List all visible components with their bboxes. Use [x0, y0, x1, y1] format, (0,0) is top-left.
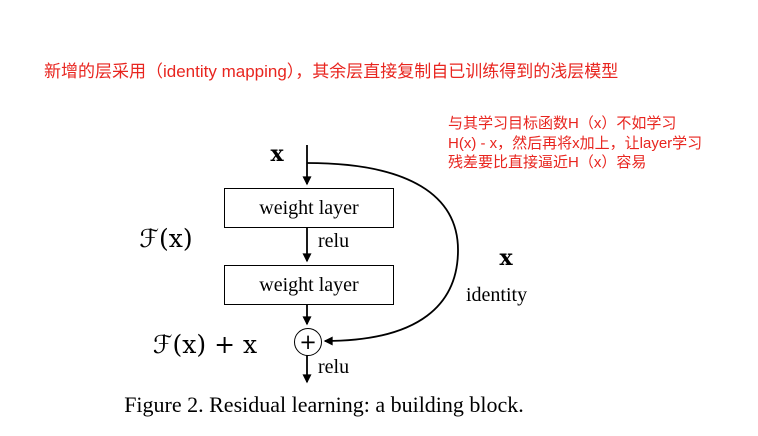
identity-label: identity	[466, 284, 528, 306]
skip-x-label: x	[499, 245, 513, 271]
sum-output-label: ℱ(x) + x	[152, 330, 258, 359]
annotation-side-note: 与其学习目标函数H（x）不如学习 H(x) - x，然后再将x加上，让layer…	[448, 114, 748, 173]
annotation-side-note-line3: 残差要比直接逼近H（x）容易	[448, 154, 647, 171]
annotation-side-note-line1: 与其学习目标函数H（x）不如学习	[448, 115, 677, 132]
annotation-side-note-line2: H(x) - x，然后再将x加上，让layer学习	[448, 134, 703, 152]
figure-caption: Figure 2. Residual learning: a building …	[124, 392, 524, 417]
weight-layer-box-bottom: weight layer	[224, 265, 394, 305]
sum-node: +	[294, 328, 322, 356]
input-x-label: x	[270, 141, 284, 167]
skip-connection-curve	[306, 162, 459, 346]
relu-label-bottom: relu	[318, 356, 350, 378]
annotation-top-note: 新增的层采用（identity mapping），其余层直接复制自已训练得到的浅…	[44, 62, 619, 81]
weight-layer-box-top: weight layer	[224, 188, 394, 228]
residual-function-label: ℱ(x)	[139, 224, 193, 253]
relu-label-mid: relu	[318, 230, 350, 252]
